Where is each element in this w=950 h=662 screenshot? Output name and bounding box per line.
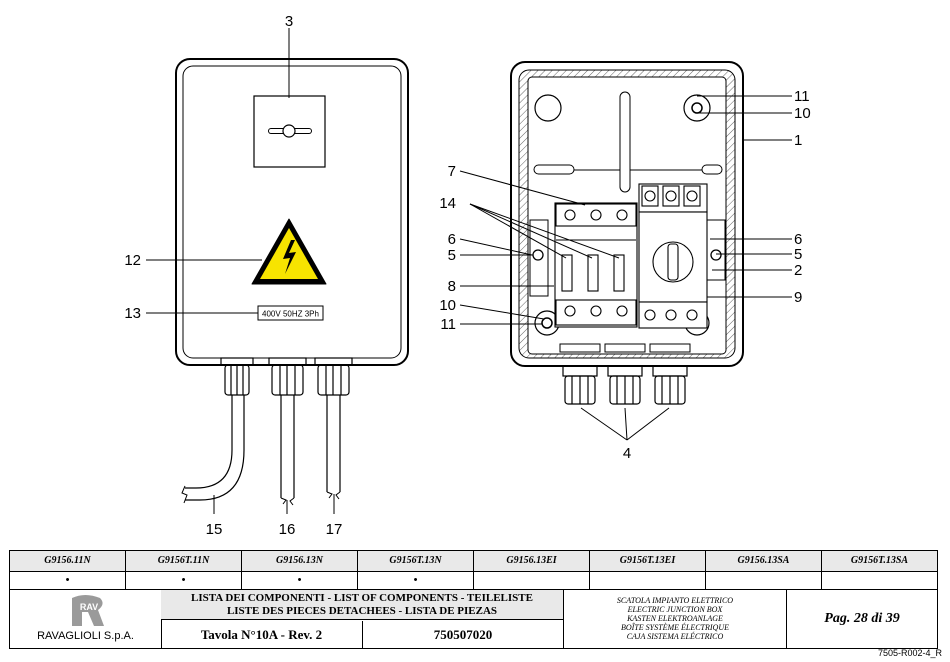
callout-17: 17: [326, 521, 343, 538]
description-line: ELECTRIC JUNCTION BOX: [627, 605, 723, 614]
model-mark: •: [10, 572, 126, 589]
open-box-view: [510, 61, 744, 405]
model-mark: •: [358, 572, 474, 589]
list-title-line: LISTE DES PIECES DETACHEES - LISTA DE PI…: [226, 605, 498, 617]
electrical-hazard-sign: [251, 218, 327, 285]
closed-box-view: [175, 58, 409, 506]
leader-lines: [146, 28, 792, 514]
description-line: KASTEN ELEKTROANLAGE: [627, 614, 723, 623]
model-code: G9156T.11N: [126, 551, 242, 571]
callout-13: 13: [124, 305, 141, 322]
page-number: Pag. 28 di 39: [824, 611, 900, 626]
model-code: G9156T.13N: [358, 551, 474, 571]
cable-glands-open: [562, 365, 688, 405]
model-marks-row: • • • •: [10, 572, 937, 590]
callout-16: 16: [279, 521, 296, 538]
main-switch-block: [638, 183, 708, 329]
model-mark: [822, 572, 937, 589]
svg-text:RAV: RAV: [80, 602, 98, 612]
callout-11-right: 11: [794, 88, 810, 105]
model-code: G9156.13N: [242, 551, 358, 571]
callout-7: 7: [448, 163, 456, 180]
description-cell: SCATOLA IMPIANTO ELETTRICO ELECTRIC JUNC…: [564, 590, 787, 648]
description-line: CAJA SISTEMA ELÉCTRICO: [626, 632, 724, 641]
callout-4: 4: [623, 445, 631, 462]
callout-9: 9: [794, 289, 802, 306]
model-code: G9156T.13SA: [850, 555, 909, 566]
title-block: G9156.11N G9156T.11N G9156.13N G9156T.13…: [9, 550, 938, 649]
model-codes-row: G9156.11N G9156T.11N G9156.13N G9156T.13…: [10, 551, 937, 572]
callout-5-left: 5: [448, 247, 456, 264]
callout-14: 14: [439, 195, 456, 212]
callout-11-left: 11: [440, 316, 456, 333]
table-reference: Tavola N°10A - Rev. 2: [161, 621, 363, 648]
callout-15: 15: [206, 521, 223, 538]
model-mark: •: [126, 572, 242, 589]
callout-1: 1: [794, 132, 802, 149]
list-title-line: LISTA DEI COMPONENTI - LIST OF COMPONENT…: [191, 592, 533, 604]
callout-8: 8: [448, 278, 456, 295]
company-name: RAVAGLIOLI S.p.A.: [37, 630, 134, 642]
cable-glands-front: [220, 357, 353, 396]
callout-6-left: 6: [448, 231, 456, 248]
components-list-cell: LISTA DEI COMPONENTI - LIST OF COMPONENT…: [161, 590, 564, 648]
callout-10-left: 10: [439, 297, 456, 314]
document-reference: 7505-R002-4_R: [877, 648, 942, 658]
model-mark: [706, 572, 822, 589]
model-code: G9156.11N: [10, 551, 126, 571]
callout-5-right: 5: [794, 246, 802, 263]
model-code: G9156T.13EI: [590, 551, 706, 571]
components-list-title: LISTA DEI COMPONENTI - LIST OF COMPONENT…: [161, 590, 563, 620]
model-code: G9156.13EI: [474, 551, 590, 571]
callout-3: 3: [285, 13, 293, 30]
callout-labels: 3 12 13 15 16 17 11 10 1 6 5 2 9 7 14 6 …: [124, 13, 810, 538]
description-line: BOÎTE SYSTÈME ÉLECTRIQUE: [621, 623, 729, 632]
model-mark: •: [242, 572, 358, 589]
callout-12: 12: [124, 252, 141, 269]
callout-6-right: 6: [794, 231, 802, 248]
callout-10-right: 10: [794, 105, 811, 122]
junction-box-diagram: 3 12 13 15 16 17 11 10 1 6 5 2 9 7 14 6 …: [124, 13, 810, 538]
part-number: 750507020: [433, 627, 493, 642]
model-code: G9156.13SA: [706, 551, 822, 571]
description-line: SCATOLA IMPIANTO ELETTRICO: [616, 596, 734, 605]
fuse-holder-block: [554, 202, 638, 328]
model-mark: [474, 572, 590, 589]
ravaglioli-logo: RAV: [72, 595, 104, 626]
model-mark: [590, 572, 706, 589]
rating-plate-text: 400V 50HZ 3Ph: [262, 310, 319, 319]
company-logo-cell: RAV RAVAGLIOLI S.p.A.: [10, 590, 162, 648]
callout-2: 2: [794, 262, 802, 279]
